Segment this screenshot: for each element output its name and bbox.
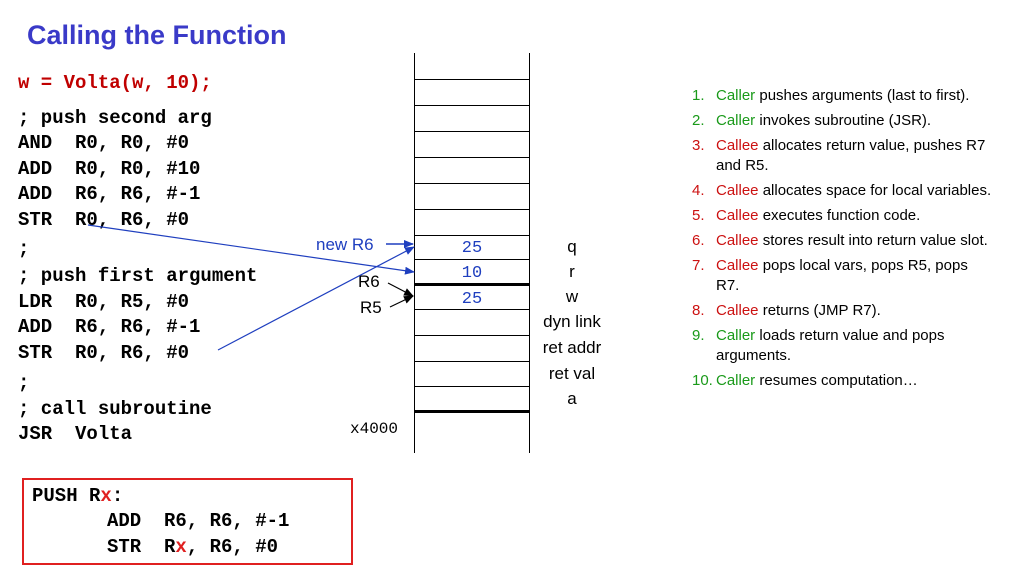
step-number: 5.	[692, 207, 705, 224]
step-actor: Callee	[716, 137, 759, 154]
code-line: ; call subroutine	[18, 398, 212, 420]
step-item: 5. Callee executes function code.	[692, 206, 992, 226]
code-line: ;	[18, 372, 30, 394]
step-number: 8.	[692, 302, 705, 319]
step-text: allocates return value, pushes R7 and R5…	[716, 137, 986, 174]
step-actor: Callee	[716, 232, 759, 249]
step-item: 8. Callee returns (JMP R7).	[692, 301, 992, 321]
slide-title: Calling the Function	[27, 20, 287, 50]
stack-slot-divider	[414, 335, 530, 336]
stack-slot-divider	[414, 105, 530, 106]
step-item: 1. Caller pushes arguments (last to first…	[692, 86, 992, 106]
push-register-x: x	[175, 536, 187, 558]
code-line: ADD R6, R6, #-1	[18, 316, 201, 338]
frame-label-r: r	[569, 262, 575, 281]
calling-convention-steps: 1. Caller pushes arguments (last to first…	[692, 86, 992, 396]
code-line: ADD R0, R0, #10	[18, 158, 201, 180]
step-text: pushes arguments (last to first).	[755, 87, 970, 104]
step-number: 6.	[692, 232, 705, 249]
code-line: STR R0, R6, #0	[18, 342, 190, 364]
step-item: 2. Caller invokes subroutine (JSR).	[692, 111, 992, 131]
stack-value: 25	[461, 290, 483, 309]
stack-slot-divider	[414, 183, 530, 184]
step-actor: Caller	[716, 87, 756, 104]
code-line: JSR Volta	[18, 423, 133, 445]
store-first-arg-arrow	[217, 246, 415, 351]
stack-right-border	[529, 53, 530, 453]
step-actor: Callee	[716, 182, 759, 199]
stack-base-boundary	[414, 410, 530, 413]
step-text: pops local vars, pops R5, pops R7.	[716, 257, 968, 294]
step-text: loads return value and pops arguments.	[716, 327, 945, 364]
stack-slot-divider	[414, 131, 530, 132]
step-text: invokes subroutine (JSR).	[755, 112, 932, 129]
push-header-prefix: PUSH R	[32, 485, 101, 507]
code-line: ; push first argument	[18, 265, 258, 287]
function-call-code: w = Volta(w, 10);	[18, 72, 212, 94]
step-item: 3. Callee allocates return value, pushes …	[692, 136, 992, 176]
step-number: 3.	[692, 137, 705, 154]
stack-slot-divider	[414, 386, 530, 387]
step-item: 4. Callee allocates space for local varia…	[692, 181, 992, 201]
push-str-prefix: STR R	[107, 536, 176, 558]
push-macro-box: PUSH Rx: ADD R6, R6, #-1 STR Rx, R6, #0	[22, 478, 353, 565]
stack-slot-divider	[414, 361, 530, 362]
stack-slot-divider	[414, 209, 530, 210]
step-number: 2.	[692, 112, 705, 129]
step-text: executes function code.	[758, 207, 921, 224]
step-actor: Callee	[716, 257, 759, 274]
step-item: 9. Caller loads return value and pops arg…	[692, 326, 992, 366]
step-number: 9.	[692, 327, 705, 344]
push-line-str: STR Rx, R6, #0	[107, 536, 278, 558]
frame-label-w: w	[565, 287, 579, 306]
push-header: PUSH Rx:	[32, 485, 123, 507]
stack-base-address: x4000	[350, 420, 399, 438]
frame-label-a: a	[567, 389, 577, 408]
stack-value: 10	[461, 264, 483, 283]
new-r6-pointer-label: new R6	[316, 235, 374, 254]
stack-slot-divider	[414, 157, 530, 158]
step-text: stores result into return value slot.	[758, 232, 988, 249]
step-text: returns (JMP R7).	[758, 302, 881, 319]
code-line: LDR R0, R5, #0	[18, 291, 190, 313]
code-line: STR R0, R6, #0	[18, 209, 190, 231]
stack-slot-divider	[414, 259, 530, 260]
step-actor: Caller	[716, 372, 756, 389]
r6-arrow	[387, 282, 414, 297]
step-actor: Caller	[716, 327, 756, 344]
push-register-x: x	[100, 485, 112, 507]
frame-label-ret-val: ret val	[548, 364, 596, 383]
push-line-add: ADD R6, R6, #-1	[107, 510, 290, 532]
stack-slot-divider	[414, 79, 530, 80]
r5-arrow	[389, 295, 414, 308]
step-number: 1.	[692, 87, 705, 104]
stack-value: 25	[461, 239, 483, 258]
step-number: 4.	[692, 182, 705, 199]
frame-label-ret-addr: ret addr	[542, 338, 602, 357]
stack-frame-boundary	[414, 283, 530, 286]
r5-pointer-label: R5	[360, 298, 382, 317]
step-item: 10.Caller resumes computation…	[692, 371, 992, 391]
step-actor: Callee	[716, 302, 759, 319]
frame-label-dyn-link: dyn link	[543, 312, 601, 331]
push-header-suffix: :	[111, 485, 124, 507]
step-text: allocates space for local variables.	[758, 182, 992, 199]
code-line: ; push second arg	[18, 107, 212, 129]
step-text: resumes computation…	[755, 372, 918, 389]
stack-slot-divider	[414, 309, 530, 310]
code-line: ADD R6, R6, #-1	[18, 183, 201, 205]
step-item: 6. Callee stores result into return value…	[692, 231, 992, 251]
code-line: AND R0, R0, #0	[18, 132, 190, 154]
push-str-suffix: , R6, #0	[186, 536, 279, 558]
step-item: 7. Callee pops local vars, pops R5, pops …	[692, 256, 992, 296]
stack-slot-divider	[414, 235, 530, 236]
code-line: ;	[18, 238, 30, 260]
step-number: 10.	[692, 372, 713, 389]
r6-pointer-label: R6	[358, 272, 380, 291]
step-actor: Callee	[716, 207, 759, 224]
step-number: 7.	[692, 257, 705, 274]
step-actor: Caller	[716, 112, 756, 129]
frame-label-q: q	[567, 237, 577, 256]
